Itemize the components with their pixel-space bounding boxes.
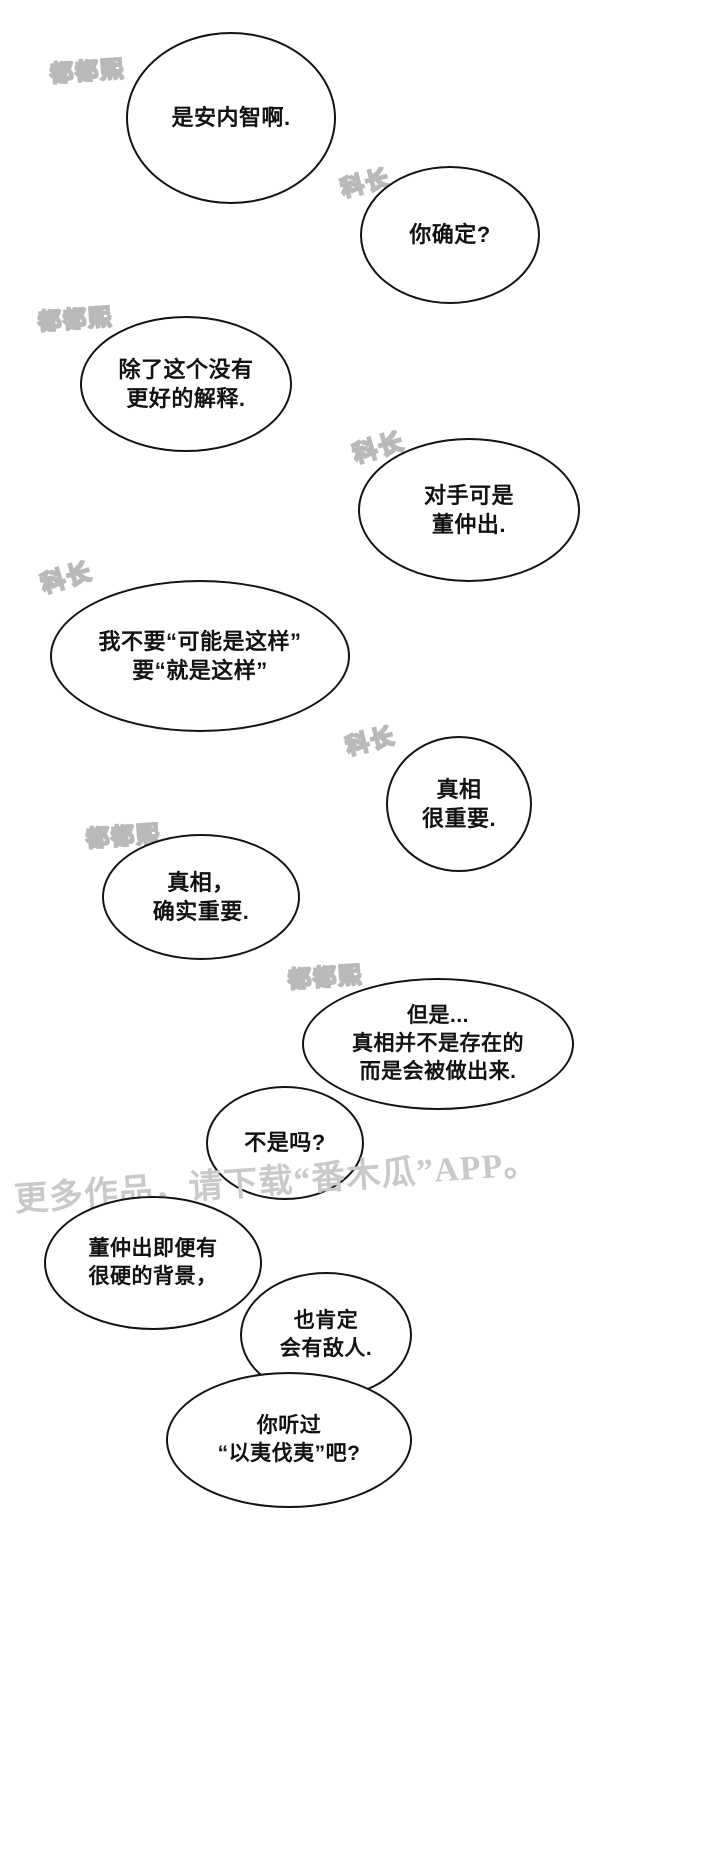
speech-bubble-10[interactable]: 董仲出即便有 很硬的背景， [44, 1196, 262, 1330]
speech-bubble-6-text: 真相 很重要. [421, 776, 497, 831]
speech-bubble-1[interactable]: 是安内智啊. [126, 32, 336, 204]
speech-bubble-3[interactable]: 除了这个没有 更好的解释. [80, 316, 292, 452]
speech-bubble-8-text: 但是... 真相并不是存在的 而是会被做出来. [352, 1004, 524, 1083]
speech-bubble-1-text: 是安内智啊. [171, 105, 291, 131]
speech-bubble-7[interactable]: 真相， 确实重要. [102, 834, 300, 960]
speaker-tag-dodohee-1: 都都熙 [48, 54, 127, 87]
speech-bubble-8[interactable]: 但是... 真相并不是存在的 而是会被做出来. [302, 978, 574, 1110]
speech-bubble-3-text: 除了这个没有 更好的解释. [118, 356, 254, 411]
speech-bubble-4[interactable]: 对手可是 董仲出. [358, 438, 580, 582]
speech-bubble-12-text: 你听过 “以夷伐夷”吧? [217, 1414, 361, 1465]
speech-bubble-10-text: 董仲出即便有 很硬的背景， [88, 1237, 218, 1288]
speech-bubble-6[interactable]: 真相 很重要. [386, 736, 532, 872]
speech-bubble-5-text: 我不要“可能是这样” 要“就是这样” [98, 628, 302, 683]
speech-bubble-9-text: 不是吗? [244, 1130, 326, 1156]
speech-bubble-9[interactable]: 不是吗? [206, 1086, 364, 1200]
speech-bubble-7-text: 真相， 确实重要. [152, 869, 250, 924]
speaker-tag-dodohee-2: 都都熙 [36, 302, 115, 335]
speech-bubble-2[interactable]: 你确定? [360, 166, 540, 304]
speaker-tag-kezhang-3: 科长 [37, 557, 96, 599]
speaker-tag-kezhang-4: 科长 [342, 721, 399, 760]
speaker-tag-dodohee-4: 都都熙 [286, 960, 365, 993]
speech-bubble-4-text: 对手可是 董仲出. [423, 482, 514, 537]
speech-bubble-12[interactable]: 你听过 “以夷伐夷”吧? [166, 1372, 412, 1508]
speech-bubble-11-text: 也肯定 会有敌人. [279, 1309, 373, 1360]
speech-bubble-5[interactable]: 我不要“可能是这样” 要“就是这样” [50, 580, 350, 732]
speech-bubble-2-text: 你确定? [409, 222, 491, 248]
